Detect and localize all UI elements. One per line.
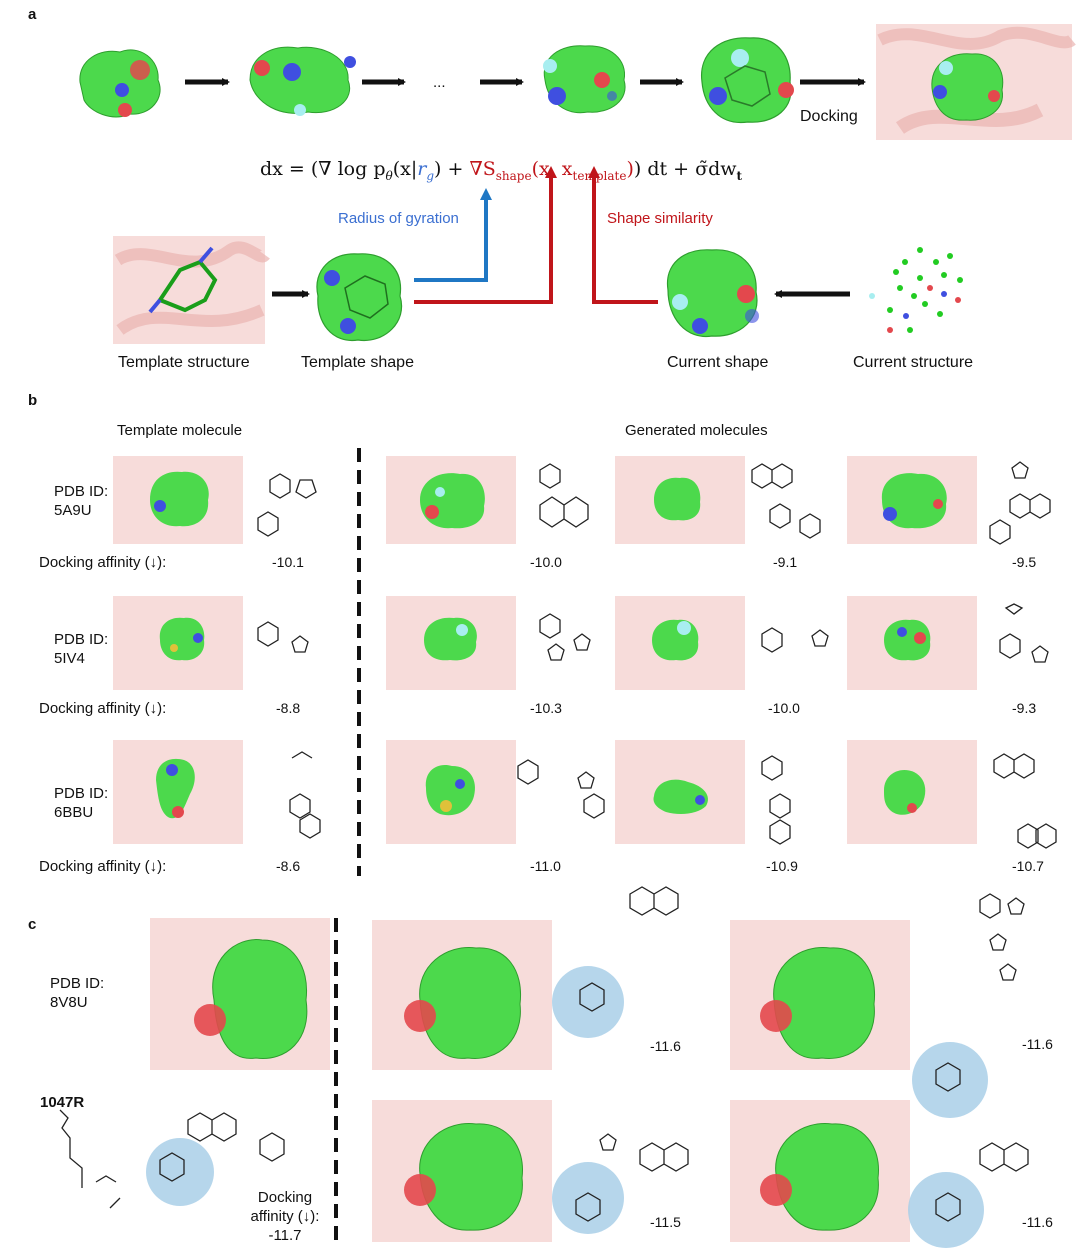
template-structure-image	[113, 236, 270, 344]
panel-label-b: b	[28, 392, 38, 409]
eq-close1: )	[434, 158, 442, 180]
panel-c-generated-affinity-1: -11.6	[650, 1038, 681, 1054]
affinity-label-line-1: Docking	[257, 1189, 313, 1206]
trajectory-blob-1	[79, 49, 161, 118]
eq-t-sub: t	[736, 168, 743, 183]
eq-tail: dt + σ̃dw	[641, 158, 737, 180]
eq-args-close: )	[626, 158, 634, 180]
panel-b-2d-structures	[257, 461, 1057, 849]
template-shape-guidance-arrow	[414, 166, 557, 304]
eq-template-sub: template	[572, 168, 627, 183]
panel-c-affinity-block: Docking affinity (↓): -11.7	[238, 1188, 332, 1245]
eq-shape-sub: shape	[495, 168, 532, 183]
radius-gyration-arrow	[414, 188, 492, 282]
pdb-id-row-1: PDB ID: 5A9U	[54, 482, 108, 520]
template-shape-label: Template shape	[301, 354, 414, 371]
template-affinity-row-3: -8.6	[276, 858, 301, 874]
template-molecule-header: Template molecule	[117, 422, 243, 439]
shape-similarity-label: Shape similarity	[607, 210, 713, 227]
generated-affinity-row-2-col-2: -10.0	[768, 700, 800, 716]
affinity-label-line-2: affinity (↓):	[250, 1208, 320, 1225]
panel-c-generated-affinity-3: -11.5	[650, 1214, 681, 1230]
panel-label-a: a	[28, 6, 37, 23]
affinity-value: -11.7	[268, 1227, 302, 1244]
pdb-id-label: PDB ID:	[54, 631, 109, 648]
docking-label: Docking	[800, 108, 858, 125]
panel-c-complex-images	[150, 918, 910, 1242]
eq-close2: )	[633, 158, 642, 180]
generated-affinity-row-1-col-2: -9.1	[773, 554, 798, 570]
panel-c-highlight-circles	[146, 966, 988, 1248]
compound-id: 1047R	[40, 1094, 85, 1111]
eq-rg-sub: g	[426, 168, 435, 183]
current-shape-label: Current shape	[667, 354, 769, 371]
generated-affinity-row-2-col-1: -10.3	[530, 700, 562, 716]
generated-molecules-header: Generated molecules	[625, 422, 768, 439]
panel-c-2d-structures	[59, 886, 1029, 1222]
template-affinity-row-2: -8.8	[276, 700, 301, 716]
pdb-id-value: 5A9U	[54, 502, 92, 519]
current-structure-label: Current structure	[853, 354, 974, 371]
eq-grad-log: (∇ log p	[310, 158, 386, 180]
trajectory-ellipsis: ...	[433, 74, 446, 91]
trajectory-blob-3	[543, 45, 626, 114]
docking-affinity-label-row-2: Docking affinity (↓):	[39, 700, 167, 717]
pdb-id-value: 6BBU	[54, 804, 94, 821]
eq-plus: +	[441, 158, 470, 180]
eq-lhs: dx =	[260, 158, 311, 180]
docked-pose-image	[876, 24, 1076, 140]
pdb-id-value: 8V8U	[50, 994, 88, 1011]
eq-x-given: (x|	[392, 158, 418, 180]
eq-args-open: (x, x	[531, 158, 573, 180]
eq-theta: θ	[385, 168, 393, 183]
template-shape-blob	[316, 253, 403, 342]
generated-affinity-row-3-col-2: -10.9	[766, 858, 798, 874]
panel-c-generated-affinity-2: -11.6	[1022, 1036, 1053, 1052]
generated-affinity-row-2-col-3: -9.3	[1012, 700, 1037, 716]
radius-gyration-label: Radius of gyration	[338, 210, 459, 227]
generated-affinity-row-3-col-1: -11.0	[530, 858, 561, 874]
guided-sde-equation: dx = (∇ log pθ(x|rg) + ∇Sshape(x, xtempl…	[260, 158, 742, 183]
panel-label-c: c	[28, 916, 37, 933]
pdb-id-row-2: PDB ID: 5IV4	[54, 630, 108, 668]
pdb-id-label: PDB ID:	[50, 975, 105, 992]
template-structure-label: Template structure	[118, 354, 250, 371]
pdb-id-row-3: PDB ID: 6BBU	[54, 784, 108, 822]
pdb-id-panel-c: PDB ID: 8V8U	[50, 974, 104, 1012]
panel-b-tiles	[113, 456, 977, 844]
current-structure-points	[869, 247, 963, 333]
current-shape-guidance-arrow	[588, 166, 658, 304]
docking-affinity-label-row-3: Docking affinity (↓):	[39, 858, 167, 875]
pdb-id-value: 5IV4	[54, 650, 85, 667]
generated-affinity-row-1-col-3: -9.5	[1012, 554, 1037, 570]
template-affinity-row-1: -10.1	[272, 554, 304, 570]
eq-grad-s: ∇S	[469, 158, 496, 180]
panel-c-generated-affinity-4: -11.6	[1022, 1214, 1053, 1230]
pdb-id-label: PDB ID:	[54, 785, 109, 802]
current-shape-blob	[666, 249, 759, 338]
eq-rg: r	[417, 158, 427, 180]
pdb-id-label: PDB ID:	[54, 483, 109, 500]
generated-affinity-row-3-col-3: -10.7	[1012, 858, 1044, 874]
panel-b-ligand-shapes	[150, 471, 947, 819]
docking-affinity-label-row-1: Docking affinity (↓):	[39, 554, 167, 571]
trajectory-blob-4	[701, 37, 794, 124]
trajectory-blob-2	[249, 46, 356, 116]
generated-affinity-row-1-col-1: -10.0	[530, 554, 562, 570]
